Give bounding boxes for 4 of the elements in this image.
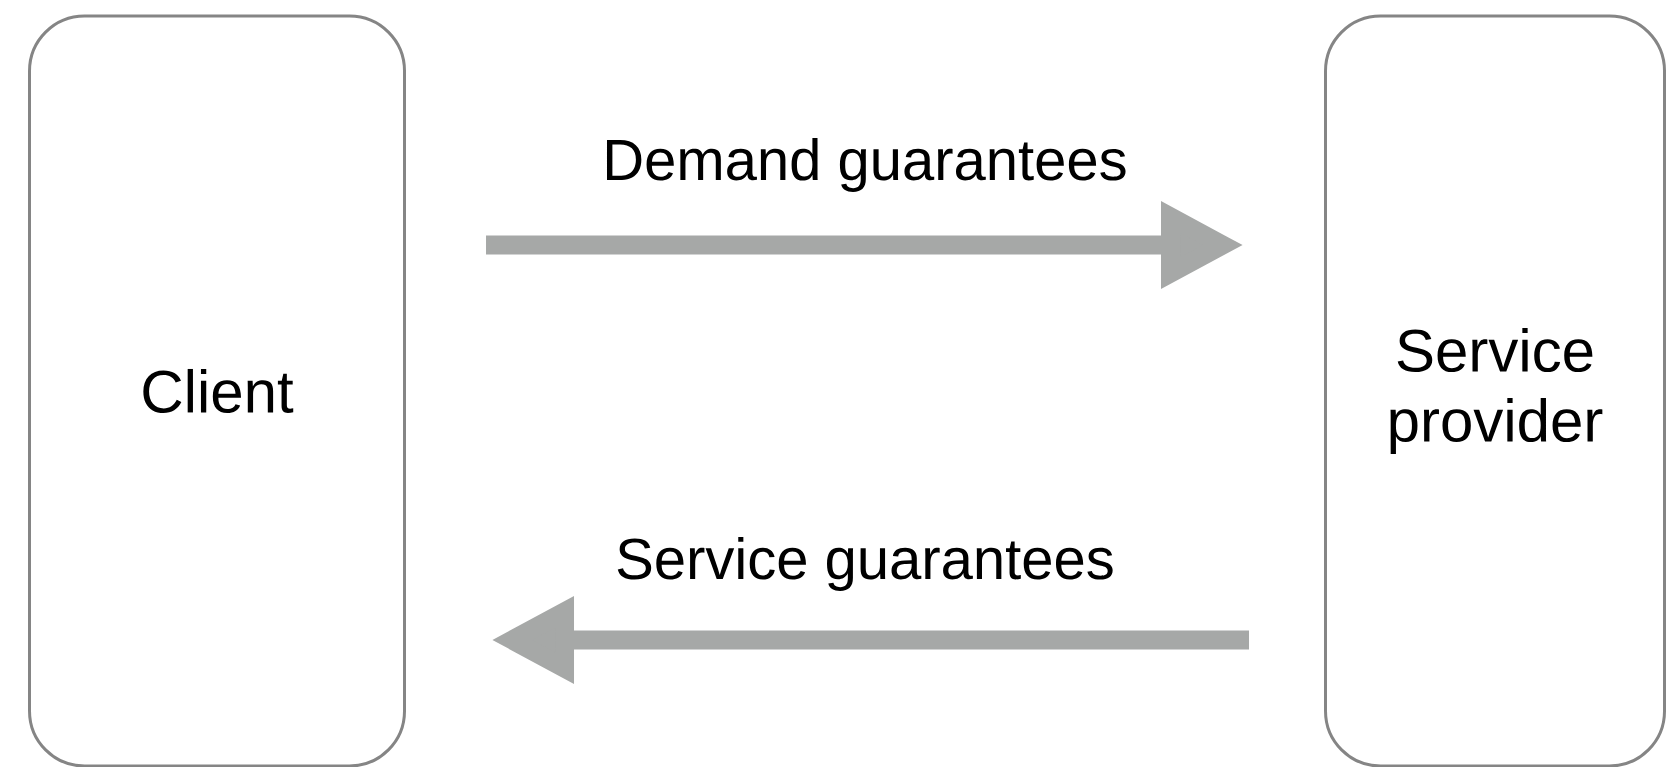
edge-label: Service guarantees [613, 534, 1117, 594]
process-box: Service provider [1324, 14, 1666, 767]
process-box: Client [28, 14, 406, 767]
edge-label: Demand guarantees [600, 135, 1130, 195]
